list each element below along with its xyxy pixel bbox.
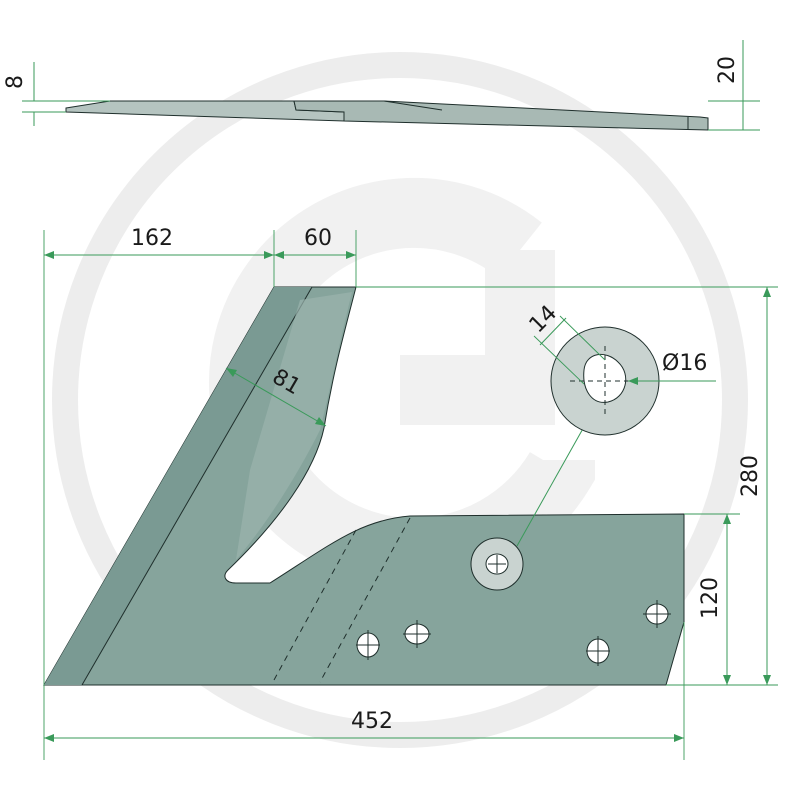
- wing-highlight: [236, 292, 352, 560]
- detail-slot: [583, 354, 627, 403]
- bolt-holes: [356, 537, 671, 666]
- share-plate: [43, 286, 685, 686]
- dim-label-diameter: Ø16: [662, 351, 707, 376]
- hole-3: [586, 636, 610, 666]
- dim-label-8: 8: [3, 75, 28, 89]
- front-view: Ø16 14 162 60 81 280: [43, 226, 778, 760]
- dim-label-20: 20: [715, 56, 740, 84]
- side-view-bevel: [383, 100, 443, 111]
- dim-label-120: 120: [698, 577, 723, 619]
- side-view: 8 20: [3, 40, 760, 131]
- side-view-blade-rear: [293, 100, 709, 131]
- detail-leader: [516, 424, 586, 547]
- fold-line-2: [319, 517, 411, 683]
- dim-label-452: 452: [351, 709, 393, 734]
- hole-detail: Ø16 14: [516, 301, 716, 547]
- bevel-line: [81, 286, 313, 686]
- cutting-edge-bevel: [44, 287, 312, 685]
- hole-main: [470, 537, 524, 591]
- watermark-ring: [52, 52, 748, 748]
- hole-4: [643, 600, 671, 628]
- dim-label-162: 162: [131, 226, 173, 251]
- ext-line: [533, 335, 585, 385]
- dim-label-60: 60: [304, 226, 332, 251]
- hole-2: [403, 620, 431, 648]
- ext-line: [559, 315, 606, 361]
- dim-label-280: 280: [738, 455, 763, 497]
- dim-line: [539, 317, 567, 346]
- dim-line-diagonal: [225, 367, 327, 427]
- hole-1: [356, 630, 380, 660]
